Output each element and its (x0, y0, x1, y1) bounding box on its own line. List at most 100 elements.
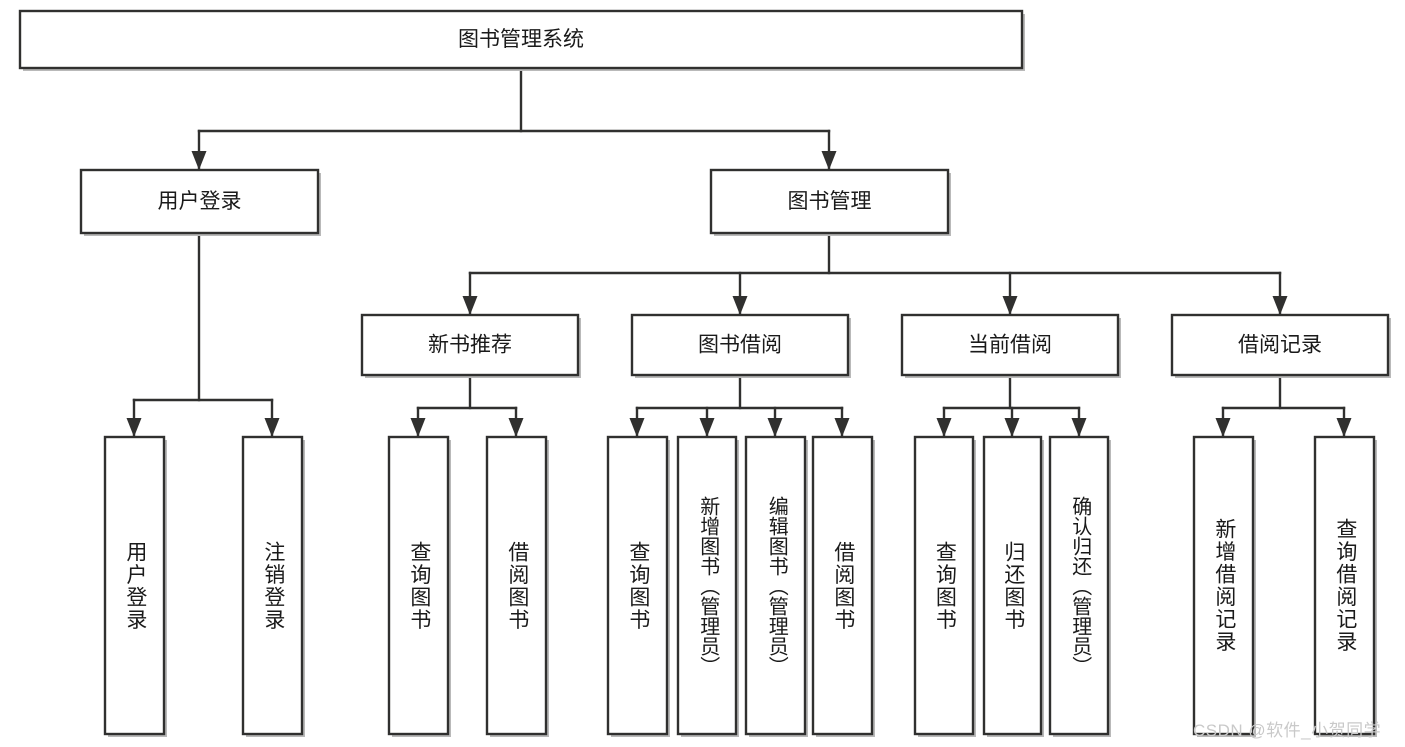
leaf-node-8[interactable]: 查询图书 (913, 435, 976, 737)
connector-root-to-level2 (191, 66, 837, 171)
connector-login-to-leaves-arrow-0 (126, 418, 142, 437)
box-outline (1170, 313, 1390, 377)
leaf-node-11-label-wrap: 新增借阅记录 (1212, 518, 1236, 653)
box-outline (79, 168, 320, 235)
leaf-node-11[interactable]: 新增借阅记录 (1192, 435, 1256, 737)
box-outline (606, 435, 669, 736)
connector-group-3-arrow-0 (1215, 418, 1231, 437)
leaf-node-0[interactable]: 用户登录 (103, 435, 167, 737)
leaf-node-2[interactable]: 查询图书 (387, 435, 451, 737)
leaf-node-6-label-wrap: 编辑图书（管理员） (765, 495, 788, 676)
leaf-node-2-label: 查询图书 (407, 540, 431, 631)
box-outline (982, 435, 1043, 736)
leaf-node-12-label-wrap: 查询借阅记录 (1333, 518, 1357, 653)
leaf-node-5-label: 新增图书（管理员） (696, 495, 719, 676)
level3-node-0[interactable]: 新书推荐 (360, 313, 581, 378)
leaf-node-1-label: 注销登录 (261, 540, 285, 631)
level3-node-1[interactable]: 图书借阅 (630, 313, 851, 378)
box-outline (360, 313, 580, 377)
connector-root-to-level2-arrow-1 (821, 151, 837, 170)
connector-group-1-arrow-1 (699, 418, 715, 437)
leaf-node-8-label: 查询图书 (933, 540, 957, 631)
leaf-node-10-label: 确认归还（管理员） (1068, 495, 1091, 676)
leaf-node-0-label-wrap: 用户登录 (123, 540, 147, 631)
connector-level2-to-level3-arrow-1 (732, 296, 748, 315)
connector-group-1-arrow-0 (629, 418, 645, 437)
level2-node-1-label: 图书管理 (788, 190, 872, 213)
leaf-node-10[interactable]: 确认归还（管理员） (1048, 435, 1111, 737)
connector-group-2-arrow-2 (1071, 418, 1087, 437)
leaf-node-9-label: 归还图书 (1001, 540, 1025, 631)
leaf-node-9[interactable]: 归还图书 (982, 435, 1044, 737)
connector-level2-to-level3-arrow-0 (462, 296, 478, 315)
leaf-node-4[interactable]: 查询图书 (606, 435, 670, 737)
connector-group-2-arrow-0 (936, 418, 952, 437)
box-outline (1048, 435, 1110, 736)
box-outline (485, 435, 548, 736)
leaf-node-5[interactable]: 新增图书（管理员） (676, 435, 739, 737)
level2-node-1[interactable]: 图书管理 (709, 168, 951, 236)
box-outline (811, 435, 874, 736)
root-node-label: 图书管理系统 (458, 28, 584, 51)
box-outline (1192, 435, 1255, 736)
leaf-node-3[interactable]: 借阅图书 (485, 435, 549, 737)
connector-layer (126, 66, 1352, 438)
leaf-node-7[interactable]: 借阅图书 (811, 435, 875, 737)
box-outline (1313, 435, 1376, 736)
box-outline (630, 313, 850, 377)
leaf-node-12-label: 查询借阅记录 (1333, 518, 1357, 653)
connector-level2-to-level3-arrow-2 (1002, 296, 1018, 315)
box-outline (18, 9, 1024, 70)
leaf-node-11-label: 新增借阅记录 (1212, 518, 1236, 653)
connector-level2-to-level3 (462, 231, 1288, 316)
connector-group-1-arrow-3 (834, 418, 850, 437)
box-outline (387, 435, 450, 736)
level3-node-3[interactable]: 借阅记录 (1170, 313, 1391, 378)
level3-node-2[interactable]: 当前借阅 (900, 313, 1121, 378)
connector-group-2 (936, 373, 1087, 438)
leaf-node-10-label-wrap: 确认归还（管理员） (1068, 495, 1091, 676)
csdn-watermark: CSDN @软件_小贺同学 (1193, 721, 1382, 740)
leaf-node-4-label: 查询图书 (626, 540, 650, 631)
leaf-node-4-label-wrap: 查询图书 (626, 540, 650, 631)
connector-root-to-level2-arrow-0 (191, 151, 207, 170)
leaf-node-3-label-wrap: 借阅图书 (506, 541, 529, 631)
leaf-node-6[interactable]: 编辑图书（管理员） (744, 435, 808, 737)
leaf-node-1-label-wrap: 注销登录 (261, 540, 285, 631)
level3-node-2-label: 当前借阅 (968, 334, 1052, 357)
leaf-node-9-label-wrap: 归还图书 (1001, 540, 1025, 631)
leaf-node-12[interactable]: 查询借阅记录 (1313, 435, 1377, 737)
box-outline (744, 435, 807, 736)
connector-group-0-arrow-1 (508, 418, 524, 437)
box-outline (676, 435, 738, 736)
connector-group-1 (629, 373, 850, 438)
leaf-node-2-label-wrap: 查询图书 (407, 540, 431, 631)
leaf-node-1[interactable]: 注销登录 (241, 435, 305, 737)
connector-group-1-arrow-2 (767, 418, 783, 437)
leaf-node-6-label: 编辑图书（管理员） (765, 495, 788, 676)
level2-node-0[interactable]: 用户登录 (79, 168, 321, 236)
connector-group-0-arrow-0 (410, 418, 426, 437)
connector-level2-to-level3-arrow-3 (1272, 296, 1288, 315)
box-outline (103, 435, 166, 736)
connector-login-to-leaves-arrow-1 (264, 418, 280, 437)
leaf-node-0-label: 用户登录 (123, 540, 147, 631)
box-outline (709, 168, 950, 235)
level3-node-3-label: 借阅记录 (1238, 334, 1322, 357)
level3-node-1-label: 图书借阅 (698, 334, 782, 357)
root-node[interactable]: 图书管理系统 (18, 9, 1025, 71)
box-outline (241, 435, 304, 736)
connector-group-3 (1215, 373, 1352, 438)
connector-group-3-arrow-1 (1336, 418, 1352, 437)
connector-group-0 (410, 373, 524, 438)
box-outline (900, 313, 1120, 377)
connector-login-to-leaves (126, 231, 280, 438)
node-layer: 图书管理系统用户登录图书管理新书推荐图书借阅当前借阅借阅记录用户登录注销登录查询… (18, 9, 1391, 737)
level3-node-0-label: 新书推荐 (428, 334, 512, 357)
connector-group-2-arrow-1 (1004, 418, 1020, 437)
level2-node-0-label: 用户登录 (158, 190, 242, 213)
leaf-node-5-label-wrap: 新增图书（管理员） (696, 495, 719, 676)
leaf-node-7-label: 借阅图书 (831, 540, 855, 631)
